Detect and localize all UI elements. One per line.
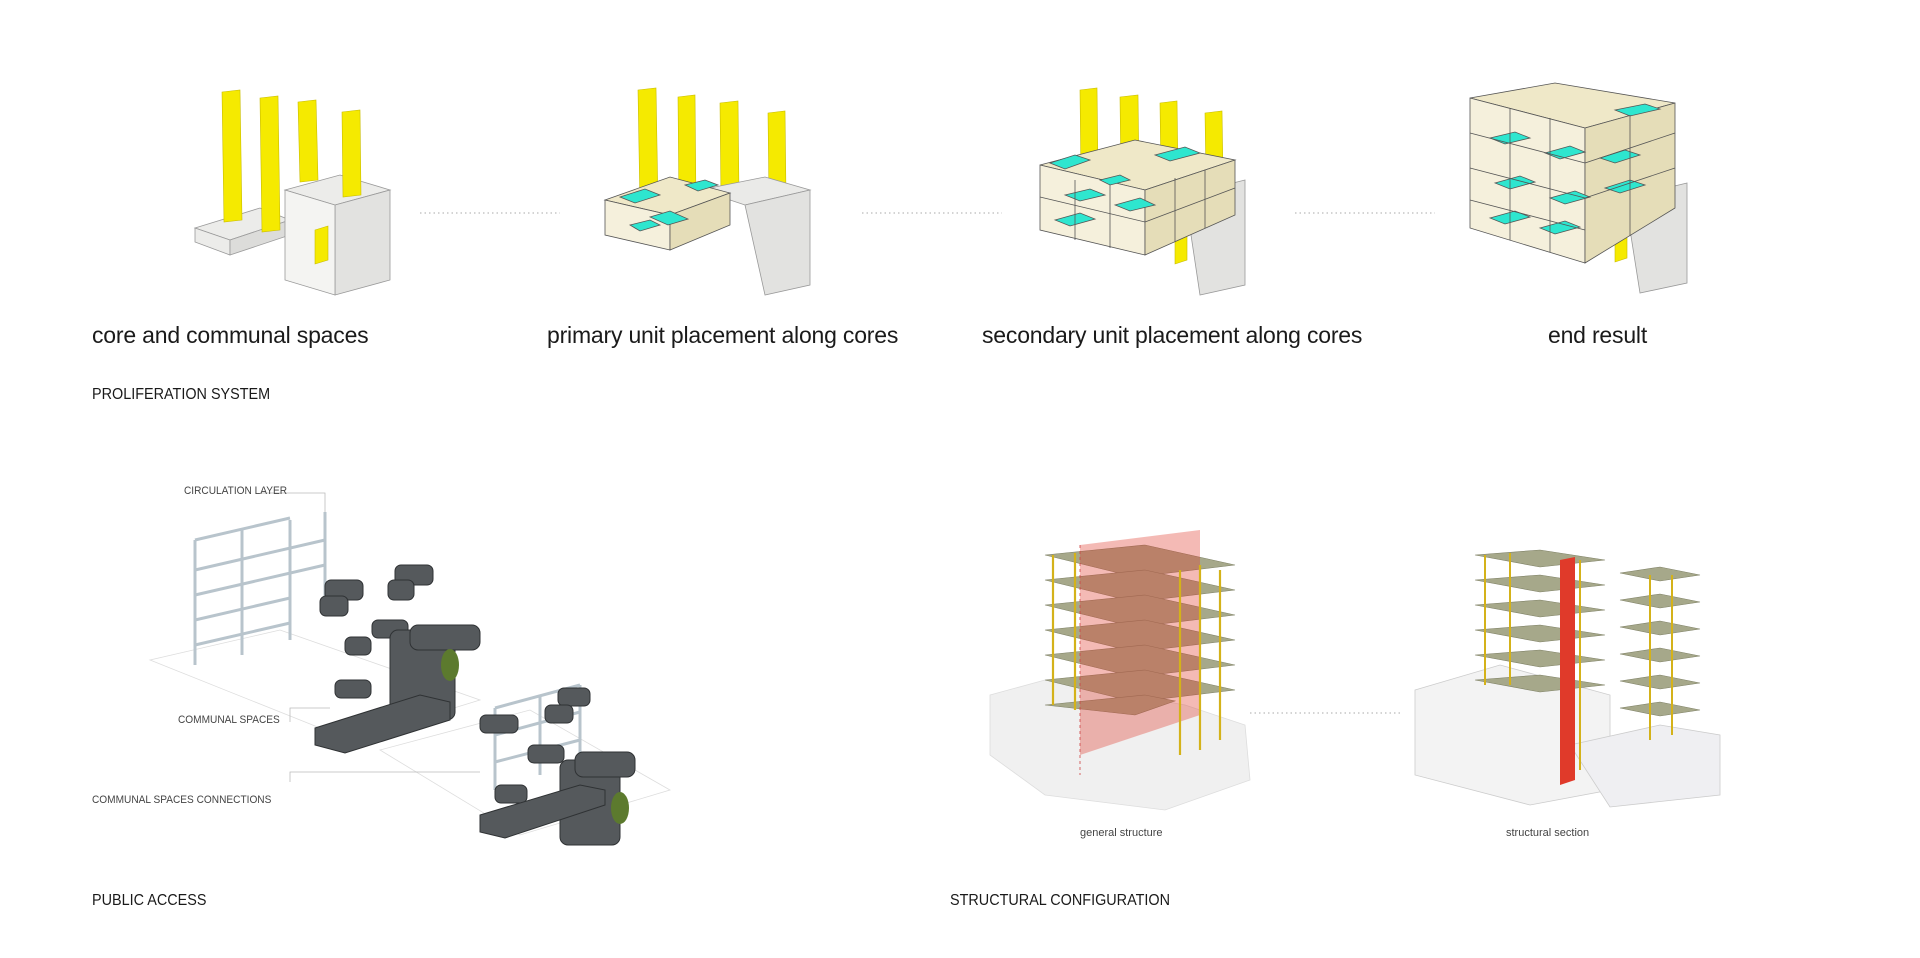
circulation-layer-frame xyxy=(193,512,582,790)
communal-modules xyxy=(314,564,636,846)
structural-section-diagram xyxy=(1414,549,1721,808)
dotted-connector-1 xyxy=(420,212,560,214)
label-communal-spaces: COMMUNAL SPACES xyxy=(178,714,280,726)
primary-unit-diagram xyxy=(603,87,812,296)
public-access-diagram xyxy=(148,492,672,846)
end-result-units xyxy=(1469,82,1676,264)
end-result-diagram xyxy=(1469,82,1688,294)
floor-slabs xyxy=(1044,544,1236,716)
core-and-communal-diagram xyxy=(193,89,392,296)
section-cut xyxy=(1560,557,1575,785)
step-label-secondary-units: secondary unit placement along cores xyxy=(982,322,1363,348)
caption-general-structure: general structure xyxy=(1080,827,1163,839)
columns xyxy=(1051,553,1222,755)
tree-icons xyxy=(441,649,629,824)
primary-units xyxy=(603,176,732,251)
secondary-units xyxy=(1039,139,1237,256)
section-title-structural-configuration: STRUCTURAL CONFIGURATION xyxy=(950,892,1171,909)
dotted-connector-2 xyxy=(862,212,1002,214)
label-communal-spaces-connections: COMMUNAL SPACES CONNECTIONS xyxy=(92,794,272,806)
floor-slabs xyxy=(1474,549,1701,717)
step-label-core-communal: core and communal spaces xyxy=(92,322,369,348)
secondary-unit-diagram xyxy=(1039,87,1246,296)
step-label-end-result: end result xyxy=(1548,322,1648,348)
dotted-connector-3 xyxy=(1295,212,1435,214)
columns xyxy=(1484,553,1673,770)
section-title-public-access: PUBLIC ACCESS xyxy=(92,892,207,909)
section-title-proliferation: PROLIFERATION SYSTEM xyxy=(92,386,271,403)
section-plane xyxy=(1079,530,1200,775)
label-circulation-layer: CIRCULATION LAYER xyxy=(184,485,288,497)
yellow-cores xyxy=(637,87,787,208)
dotted-connector-structure xyxy=(1250,712,1400,714)
step-label-primary-units: primary unit placement along cores xyxy=(547,322,899,348)
general-structure-diagram xyxy=(989,530,1251,811)
caption-structural-section: structural section xyxy=(1506,827,1590,839)
yellow-cores xyxy=(221,89,362,265)
